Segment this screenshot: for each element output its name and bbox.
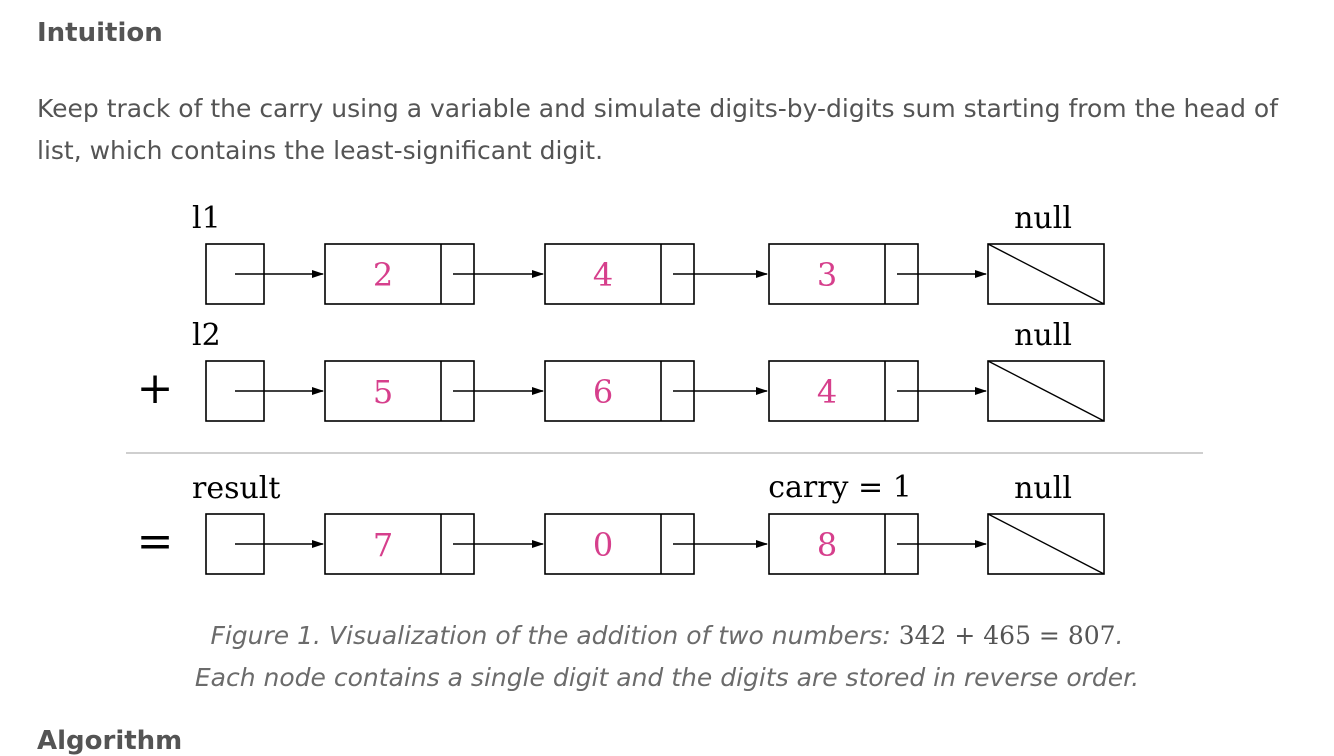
null-diagonal-line <box>987 513 1105 575</box>
null-label: null <box>1014 318 1072 353</box>
null-terminator-box <box>987 513 1105 575</box>
list-label: l1 <box>192 201 221 236</box>
node-digit: 8 <box>817 526 837 564</box>
list-node-box <box>544 243 695 305</box>
linked-list-addition-diagram: l1 2 4 3 null l2 +5 6 4 null result = 7 0 8 null carry =… <box>126 201 1203 575</box>
operator-symbol: + <box>137 363 174 414</box>
list-node-box <box>544 360 695 422</box>
list-node-box <box>768 243 919 305</box>
null-terminator-box <box>987 243 1105 305</box>
node-digit: 4 <box>593 256 613 294</box>
caption-equation: 342 + 465 = 807 <box>898 621 1116 650</box>
operator-symbol: = <box>137 516 174 567</box>
list-node-box <box>324 360 475 422</box>
intuition-paragraph: Keep track of the carry using a variable… <box>37 94 1279 165</box>
node-digit: 3 <box>817 256 837 294</box>
list-node-box <box>544 513 695 575</box>
node-digit: 2 <box>373 256 393 294</box>
caption-line-1: Figure 1. Visualization of the addition … <box>0 615 1334 657</box>
null-diagonal-line <box>987 360 1105 422</box>
list-label: l2 <box>192 318 221 353</box>
node-digit: 0 <box>593 526 613 564</box>
null-label: null <box>1014 471 1072 506</box>
list-node-box <box>324 243 475 305</box>
node-digit: 7 <box>373 526 393 564</box>
list-node-box <box>324 513 475 575</box>
node-digit: 6 <box>593 373 613 411</box>
null-diagonal-line <box>987 243 1105 305</box>
list-label: result <box>192 471 280 506</box>
caption-line-2: Each node contains a single digit and th… <box>194 663 1140 692</box>
next-section-heading: Algorithm <box>37 726 183 756</box>
figure-caption: Figure 1. Visualization of the addition … <box>0 615 1334 699</box>
list-node-box <box>768 513 919 575</box>
carry-label: carry = 1 <box>768 470 912 505</box>
null-terminator-box <box>987 360 1105 422</box>
node-digit: 4 <box>817 373 837 411</box>
caption-prefix: Figure 1. Visualization of the addition … <box>210 621 899 650</box>
caption-suffix: . <box>1115 621 1124 650</box>
null-label: null <box>1014 201 1072 236</box>
list-node-box <box>768 360 919 422</box>
section-heading: Intuition <box>37 18 163 48</box>
node-digit: 5 <box>373 373 393 411</box>
